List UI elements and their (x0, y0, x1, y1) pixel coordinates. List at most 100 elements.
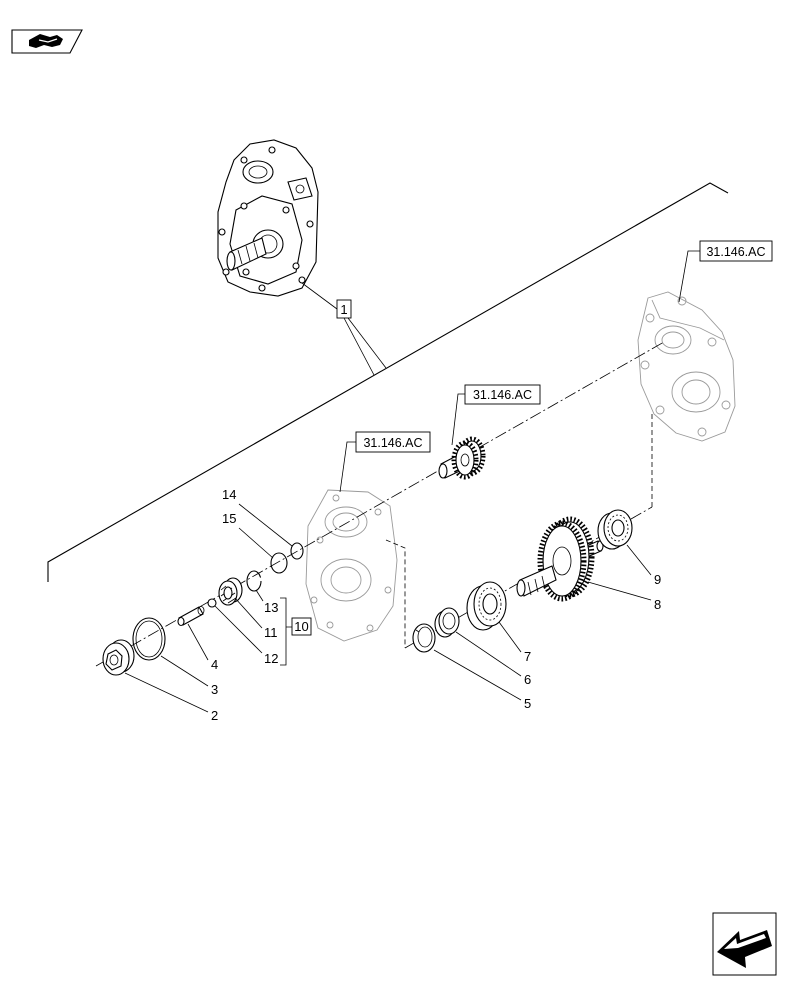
callout-14[interactable]: 14 (222, 487, 293, 547)
leader-line[interactable] (160, 655, 209, 687)
gearbox-assembly (217, 139, 319, 297)
icon-glyph-highlight (38, 38, 58, 43)
arrow-highlight[interactable] (724, 934, 766, 949)
return-arrow-icon[interactable] (712, 912, 777, 976)
callout-13[interactable]: 13 (255, 589, 278, 615)
assembly-bracket-line (47, 182, 729, 582)
callout-2-label[interactable]: 2 (211, 708, 218, 723)
bolt (240, 156, 248, 164)
bolt (292, 262, 300, 270)
seal-ring-14 (290, 542, 304, 560)
leader-line[interactable] (587, 581, 652, 601)
callout-2[interactable]: 2 (124, 672, 218, 723)
manual-reference-icon (11, 29, 83, 54)
leader-line[interactable] (343, 317, 375, 376)
callout-5-label[interactable]: 5 (524, 696, 531, 711)
reference-housing-plate[interactable]: 31.146.AC (339, 431, 431, 493)
callout-7[interactable]: 7 (498, 621, 531, 664)
pin-4 (177, 606, 205, 627)
nut-2 (102, 639, 135, 676)
gear-shaft (516, 516, 604, 602)
leader-line[interactable] (455, 631, 522, 677)
leader-line[interactable] (339, 441, 356, 493)
leader-line[interactable] (214, 605, 263, 654)
gear-housing-cover (637, 291, 736, 442)
reference-label[interactable]: 31.146.AC (706, 245, 765, 259)
reference-box[interactable] (699, 240, 773, 262)
leader-line[interactable] (678, 250, 700, 303)
callout-3[interactable]: 3 (160, 655, 218, 697)
callout-15-label[interactable]: 15 (222, 511, 236, 526)
bolt (222, 268, 230, 276)
callout-1-label[interactable]: 1 (340, 302, 347, 317)
leader-line[interactable] (498, 621, 522, 653)
hex-head (105, 649, 123, 671)
bolt (240, 202, 248, 210)
callout-11[interactable]: 11 (234, 597, 278, 640)
leader-line[interactable] (238, 527, 274, 559)
idler-gear-teeth (451, 440, 479, 480)
leader-line[interactable] (626, 544, 652, 576)
callout-9[interactable]: 9 (626, 544, 661, 587)
bushing-11 (218, 577, 243, 606)
seal-ring-15 (270, 552, 288, 574)
washer (434, 607, 460, 638)
callout-3-label[interactable]: 3 (211, 682, 218, 697)
gear-teeth (545, 516, 595, 598)
callout-10-box[interactable] (291, 617, 312, 636)
reference-box[interactable] (355, 431, 431, 453)
callout-4[interactable]: 4 (187, 623, 218, 672)
snap-ring-13 (246, 570, 262, 592)
callout-1[interactable]: 1 (301, 282, 387, 376)
group-bracket[interactable] (280, 597, 292, 666)
icon-frame (11, 29, 83, 54)
leader-line[interactable] (433, 649, 522, 701)
bolt (242, 268, 250, 276)
callout-11-label[interactable]: 11 (264, 625, 278, 640)
bolt (298, 276, 306, 284)
callout-5[interactable]: 5 (433, 649, 531, 711)
leader-line[interactable] (238, 503, 293, 547)
bolt (258, 284, 266, 292)
leader-line[interactable] (255, 589, 264, 602)
callout-9-label[interactable]: 9 (654, 572, 661, 587)
plate-axis-link (385, 539, 406, 648)
callout-8-label[interactable]: 8 (654, 597, 661, 612)
bearing-rear (597, 509, 633, 550)
callout-10[interactable]: 10 (280, 597, 312, 666)
o-ring-3 (132, 617, 166, 661)
reference-label[interactable]: 31.146.AC (363, 436, 422, 450)
idler-gear (438, 436, 486, 480)
callout-7-label[interactable]: 7 (524, 649, 531, 664)
leader-line[interactable] (234, 597, 263, 629)
gear-teeth (537, 520, 587, 602)
callout-8[interactable]: 8 (587, 581, 661, 612)
callout-12[interactable]: 12 (214, 605, 278, 666)
bolt (306, 220, 314, 228)
leader-line[interactable] (451, 393, 465, 446)
leader-line[interactable] (301, 282, 338, 310)
callout-12-label[interactable]: 12 (264, 651, 278, 666)
gearbox-ear (287, 177, 313, 201)
bolt (268, 146, 276, 154)
reference-housing-cover[interactable]: 31.146.AC (678, 240, 773, 303)
callout-14-label[interactable]: 14 (222, 487, 236, 502)
callout-6[interactable]: 6 (455, 631, 531, 687)
leader-line[interactable] (187, 623, 209, 661)
bolt (282, 206, 290, 214)
callout-13-label[interactable]: 13 (264, 600, 278, 615)
leader-line[interactable] (124, 672, 209, 713)
callout-6-label[interactable]: 6 (524, 672, 531, 687)
reference-box[interactable] (464, 384, 541, 405)
bearing-front (466, 581, 507, 631)
ball-12 (207, 598, 217, 608)
circlip (412, 623, 436, 653)
reference-idler-gear[interactable]: 31.146.AC (451, 384, 541, 446)
reference-label[interactable]: 31.146.AC (473, 388, 532, 402)
leader-line[interactable] (347, 317, 387, 369)
callout-4-label[interactable]: 4 (211, 657, 218, 672)
callout-15[interactable]: 15 (222, 511, 274, 559)
gearbox-top-boss (242, 160, 274, 184)
callout-10-label[interactable]: 10 (294, 619, 308, 634)
